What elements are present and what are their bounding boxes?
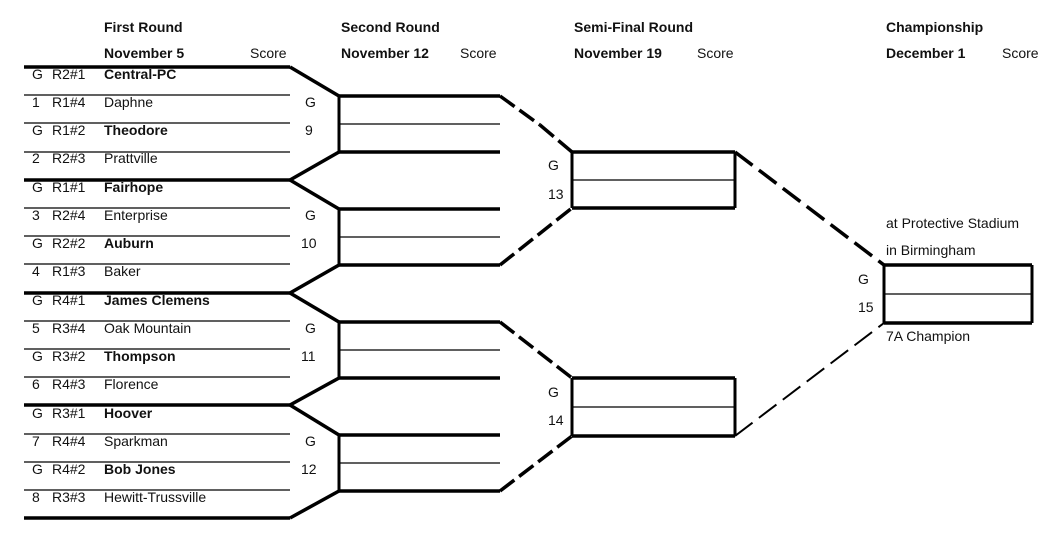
row-code: R3#1 <box>52 405 86 421</box>
row-seed: G <box>32 461 43 477</box>
row-team: Prattville <box>104 150 158 166</box>
row-seed: 6 <box>32 376 40 392</box>
row-seed: G <box>32 348 43 364</box>
semi-round-date: November 19 <box>574 45 662 61</box>
connector-line <box>289 150 340 182</box>
row-team: Hewitt-Trussville <box>104 489 207 505</box>
row-team: Fairhope <box>104 179 164 195</box>
connector-line <box>733 150 886 267</box>
row-team: Florence <box>104 376 159 392</box>
row-code: R4#1 <box>52 292 86 308</box>
row-seed: G <box>32 122 43 138</box>
championship-score-header: Score <box>1002 45 1039 61</box>
first-round-score-header: Score <box>250 45 287 61</box>
row-code: R3#2 <box>52 348 86 364</box>
connector-line <box>498 320 574 380</box>
connector-line <box>289 263 340 295</box>
game-number: 11 <box>301 348 316 364</box>
semi-round-title: Semi-Final Round <box>574 19 693 35</box>
row-team: Auburn <box>104 235 154 251</box>
semi-game-number: 13 <box>548 186 564 202</box>
row-seed: G <box>32 179 43 195</box>
connector-line <box>538 123 574 154</box>
row-code: R3#3 <box>52 489 86 505</box>
semi-game-label: G <box>548 157 559 173</box>
second-round-date: November 12 <box>341 45 429 61</box>
row-code: R2#2 <box>52 235 86 251</box>
row-code: R2#1 <box>52 66 86 82</box>
semi-game-label: G <box>548 384 559 400</box>
row-team: Oak Mountain <box>104 320 192 336</box>
row-team: James Clemens <box>104 292 210 308</box>
row-code: R1#4 <box>52 94 86 110</box>
connector-line <box>289 403 340 437</box>
champion-label: 7A Champion <box>886 328 971 344</box>
semi-game-number: 14 <box>548 412 564 428</box>
first-round-title: First Round <box>104 19 183 35</box>
row-seed: 4 <box>32 263 40 279</box>
row-seed: G <box>32 405 43 421</box>
game-label: G <box>305 320 316 336</box>
connector-line <box>289 65 340 98</box>
connector-line <box>289 489 340 520</box>
row-team: Enterprise <box>104 207 168 223</box>
row-seed: G <box>32 292 43 308</box>
row-code: R1#1 <box>52 179 86 195</box>
second-round-score-header: Score <box>460 45 497 61</box>
championship-game-number: 15 <box>858 299 874 315</box>
row-team: Bob Jones <box>104 461 176 477</box>
row-code: R2#4 <box>52 207 86 223</box>
row-seed: G <box>32 235 43 251</box>
row-code: R3#4 <box>52 320 86 336</box>
game-label: G <box>305 94 316 110</box>
row-team: Central-PC <box>104 66 177 82</box>
row-team: Thompson <box>104 348 176 364</box>
row-team: Hoover <box>104 405 153 421</box>
venue-line-2: in Birmingham <box>886 242 976 258</box>
connector-line <box>498 94 542 127</box>
row-team: Theodore <box>104 122 168 138</box>
game-label: G <box>305 433 316 449</box>
row-code: R1#3 <box>52 263 86 279</box>
row-code: R1#2 <box>52 122 86 138</box>
row-code: R2#3 <box>52 150 86 166</box>
game-number: 10 <box>301 235 317 251</box>
row-seed: 5 <box>32 320 40 336</box>
championship-date: December 1 <box>886 45 966 61</box>
row-team: Baker <box>104 263 141 279</box>
row-team: Sparkman <box>104 433 168 449</box>
row-seed: 3 <box>32 207 40 223</box>
row-seed: 1 <box>32 94 40 110</box>
row-seed: 8 <box>32 489 40 505</box>
game-number: 12 <box>301 461 317 477</box>
connector-line <box>289 178 340 211</box>
first-round-date: November 5 <box>104 45 185 61</box>
row-code: R4#4 <box>52 433 86 449</box>
row-seed: 7 <box>32 433 40 449</box>
championship-title: Championship <box>886 19 984 35</box>
row-seed: 2 <box>32 150 40 166</box>
connector-line <box>734 322 885 437</box>
row-code: R4#2 <box>52 461 86 477</box>
row-seed: G <box>32 66 43 82</box>
game-label: G <box>305 207 316 223</box>
game-number: 9 <box>305 122 313 138</box>
second-round-title: Second Round <box>341 19 440 35</box>
connector-line <box>289 291 340 324</box>
row-code: R4#3 <box>52 376 86 392</box>
connector-line <box>289 376 340 407</box>
championship-game-label: G <box>858 271 869 287</box>
venue-line-1: at Protective Stadium <box>886 215 1020 231</box>
row-team: Daphne <box>104 94 154 110</box>
semi-round-score-header: Score <box>697 45 734 61</box>
connector-line <box>498 434 574 493</box>
connector-line <box>498 206 574 267</box>
